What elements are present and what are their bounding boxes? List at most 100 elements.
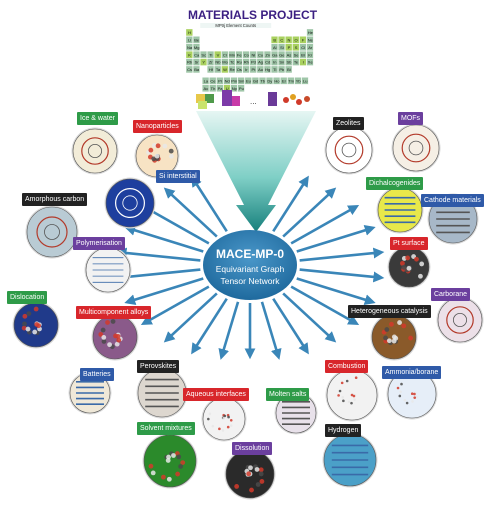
atom-dot bbox=[25, 326, 31, 332]
element-symbol: F bbox=[302, 38, 305, 43]
element-cell bbox=[285, 58, 293, 66]
element-symbol: Kr bbox=[308, 52, 313, 57]
element-symbol: Sm bbox=[238, 79, 245, 84]
element-cell bbox=[301, 77, 309, 85]
atom-dot bbox=[386, 338, 392, 344]
atom-dot bbox=[405, 401, 409, 405]
element-cell bbox=[287, 77, 295, 85]
element-symbol: Ca bbox=[194, 52, 200, 57]
element-cell bbox=[306, 51, 314, 59]
element-symbol: Nd bbox=[225, 79, 230, 84]
atom-dot bbox=[148, 147, 154, 153]
element-cell bbox=[202, 77, 210, 85]
element-symbol: Mg bbox=[194, 45, 200, 50]
structure-thumbnails: ... bbox=[196, 90, 310, 109]
element-cell bbox=[202, 84, 210, 92]
radial-arrow bbox=[290, 285, 360, 326]
element-symbol: Sb bbox=[286, 60, 292, 65]
label-dichalcogenides: Dichalcogenides bbox=[366, 177, 424, 190]
element-symbol: Rb bbox=[187, 60, 193, 65]
element-symbol: Mn bbox=[229, 52, 235, 57]
atom-dot bbox=[229, 424, 233, 427]
label-zeolites: Zeolites bbox=[333, 117, 364, 130]
element-cell bbox=[292, 58, 300, 66]
element-cell bbox=[285, 65, 293, 74]
element-symbol: Cl bbox=[301, 45, 305, 50]
label-batteries: Batteries bbox=[80, 368, 114, 381]
atom-dot bbox=[22, 313, 28, 319]
element-cell bbox=[221, 65, 229, 74]
element-cell bbox=[251, 77, 259, 85]
atom-dot bbox=[101, 334, 107, 340]
atom-dot bbox=[234, 484, 240, 489]
element-symbol: Er bbox=[282, 79, 287, 84]
element-cell bbox=[271, 36, 278, 44]
atom-dot bbox=[418, 273, 423, 279]
label-solvent-mixtures: Solvent mixtures bbox=[137, 422, 195, 435]
element-symbol: Gd bbox=[253, 79, 258, 84]
structure-carborane bbox=[436, 296, 484, 344]
element-symbol: Zn bbox=[265, 52, 270, 57]
radial-arrow bbox=[218, 301, 240, 360]
atom-dot bbox=[419, 261, 425, 267]
element-cell bbox=[278, 65, 286, 74]
ring-motif bbox=[36, 216, 68, 248]
radial-arrow bbox=[296, 277, 376, 305]
element-symbol: Ag bbox=[258, 60, 263, 65]
element-cell bbox=[278, 51, 286, 59]
radial-arrow bbox=[299, 268, 385, 283]
ring-motif bbox=[446, 306, 474, 334]
ring-motif-inner bbox=[122, 195, 138, 211]
element-symbol: Pr bbox=[218, 79, 223, 84]
element-cell bbox=[216, 77, 224, 85]
ring-motif-inner bbox=[452, 312, 467, 327]
element-symbol: Br bbox=[301, 52, 306, 57]
atom-dot bbox=[258, 471, 264, 477]
element-cell bbox=[209, 77, 217, 85]
element-symbol: Ta bbox=[216, 67, 221, 72]
element-symbol: Fe bbox=[237, 52, 242, 57]
element-symbol: Pt bbox=[252, 67, 257, 72]
atom-dot bbox=[391, 338, 397, 344]
radial-arrow bbox=[140, 204, 210, 245]
radial-arrow bbox=[191, 175, 228, 233]
element-cell bbox=[216, 84, 224, 92]
element-cell bbox=[299, 43, 307, 51]
element-symbol: In bbox=[273, 60, 276, 65]
atom-dot bbox=[101, 339, 107, 344]
atom-dot bbox=[218, 427, 221, 431]
element-cell bbox=[214, 58, 222, 66]
atom-dot bbox=[410, 392, 414, 396]
structure-circle bbox=[72, 128, 118, 174]
element-cell bbox=[209, 84, 217, 92]
element-cell bbox=[273, 77, 281, 85]
ring-motif-inner bbox=[88, 143, 103, 158]
element-cell bbox=[221, 58, 229, 66]
data-funnel bbox=[196, 111, 316, 232]
structure-dichalcogenides bbox=[376, 186, 424, 234]
element-cell bbox=[256, 65, 264, 74]
element-cell bbox=[237, 84, 245, 92]
element-symbol: Li bbox=[188, 38, 191, 43]
element-cell bbox=[200, 58, 207, 66]
atom-dot bbox=[98, 332, 104, 337]
structure-batteries bbox=[68, 371, 112, 415]
atom-dot bbox=[178, 464, 184, 469]
atom-dot bbox=[399, 390, 402, 394]
element-cell bbox=[306, 58, 314, 66]
atom-dot bbox=[162, 143, 168, 149]
element-symbol: Eu bbox=[246, 79, 251, 84]
atom-dot bbox=[211, 424, 215, 428]
atom-dot bbox=[114, 341, 120, 347]
ring-motif-inner bbox=[408, 140, 424, 156]
element-cell bbox=[185, 28, 193, 37]
element-cell bbox=[285, 43, 293, 51]
atom-dot bbox=[222, 416, 226, 420]
structure-perovskites bbox=[136, 367, 188, 419]
atom-dot bbox=[406, 265, 412, 271]
atom-dot bbox=[116, 337, 122, 343]
element-cell bbox=[271, 65, 278, 74]
radial-arrow bbox=[299, 247, 385, 262]
element-symbol: Na bbox=[187, 45, 193, 50]
